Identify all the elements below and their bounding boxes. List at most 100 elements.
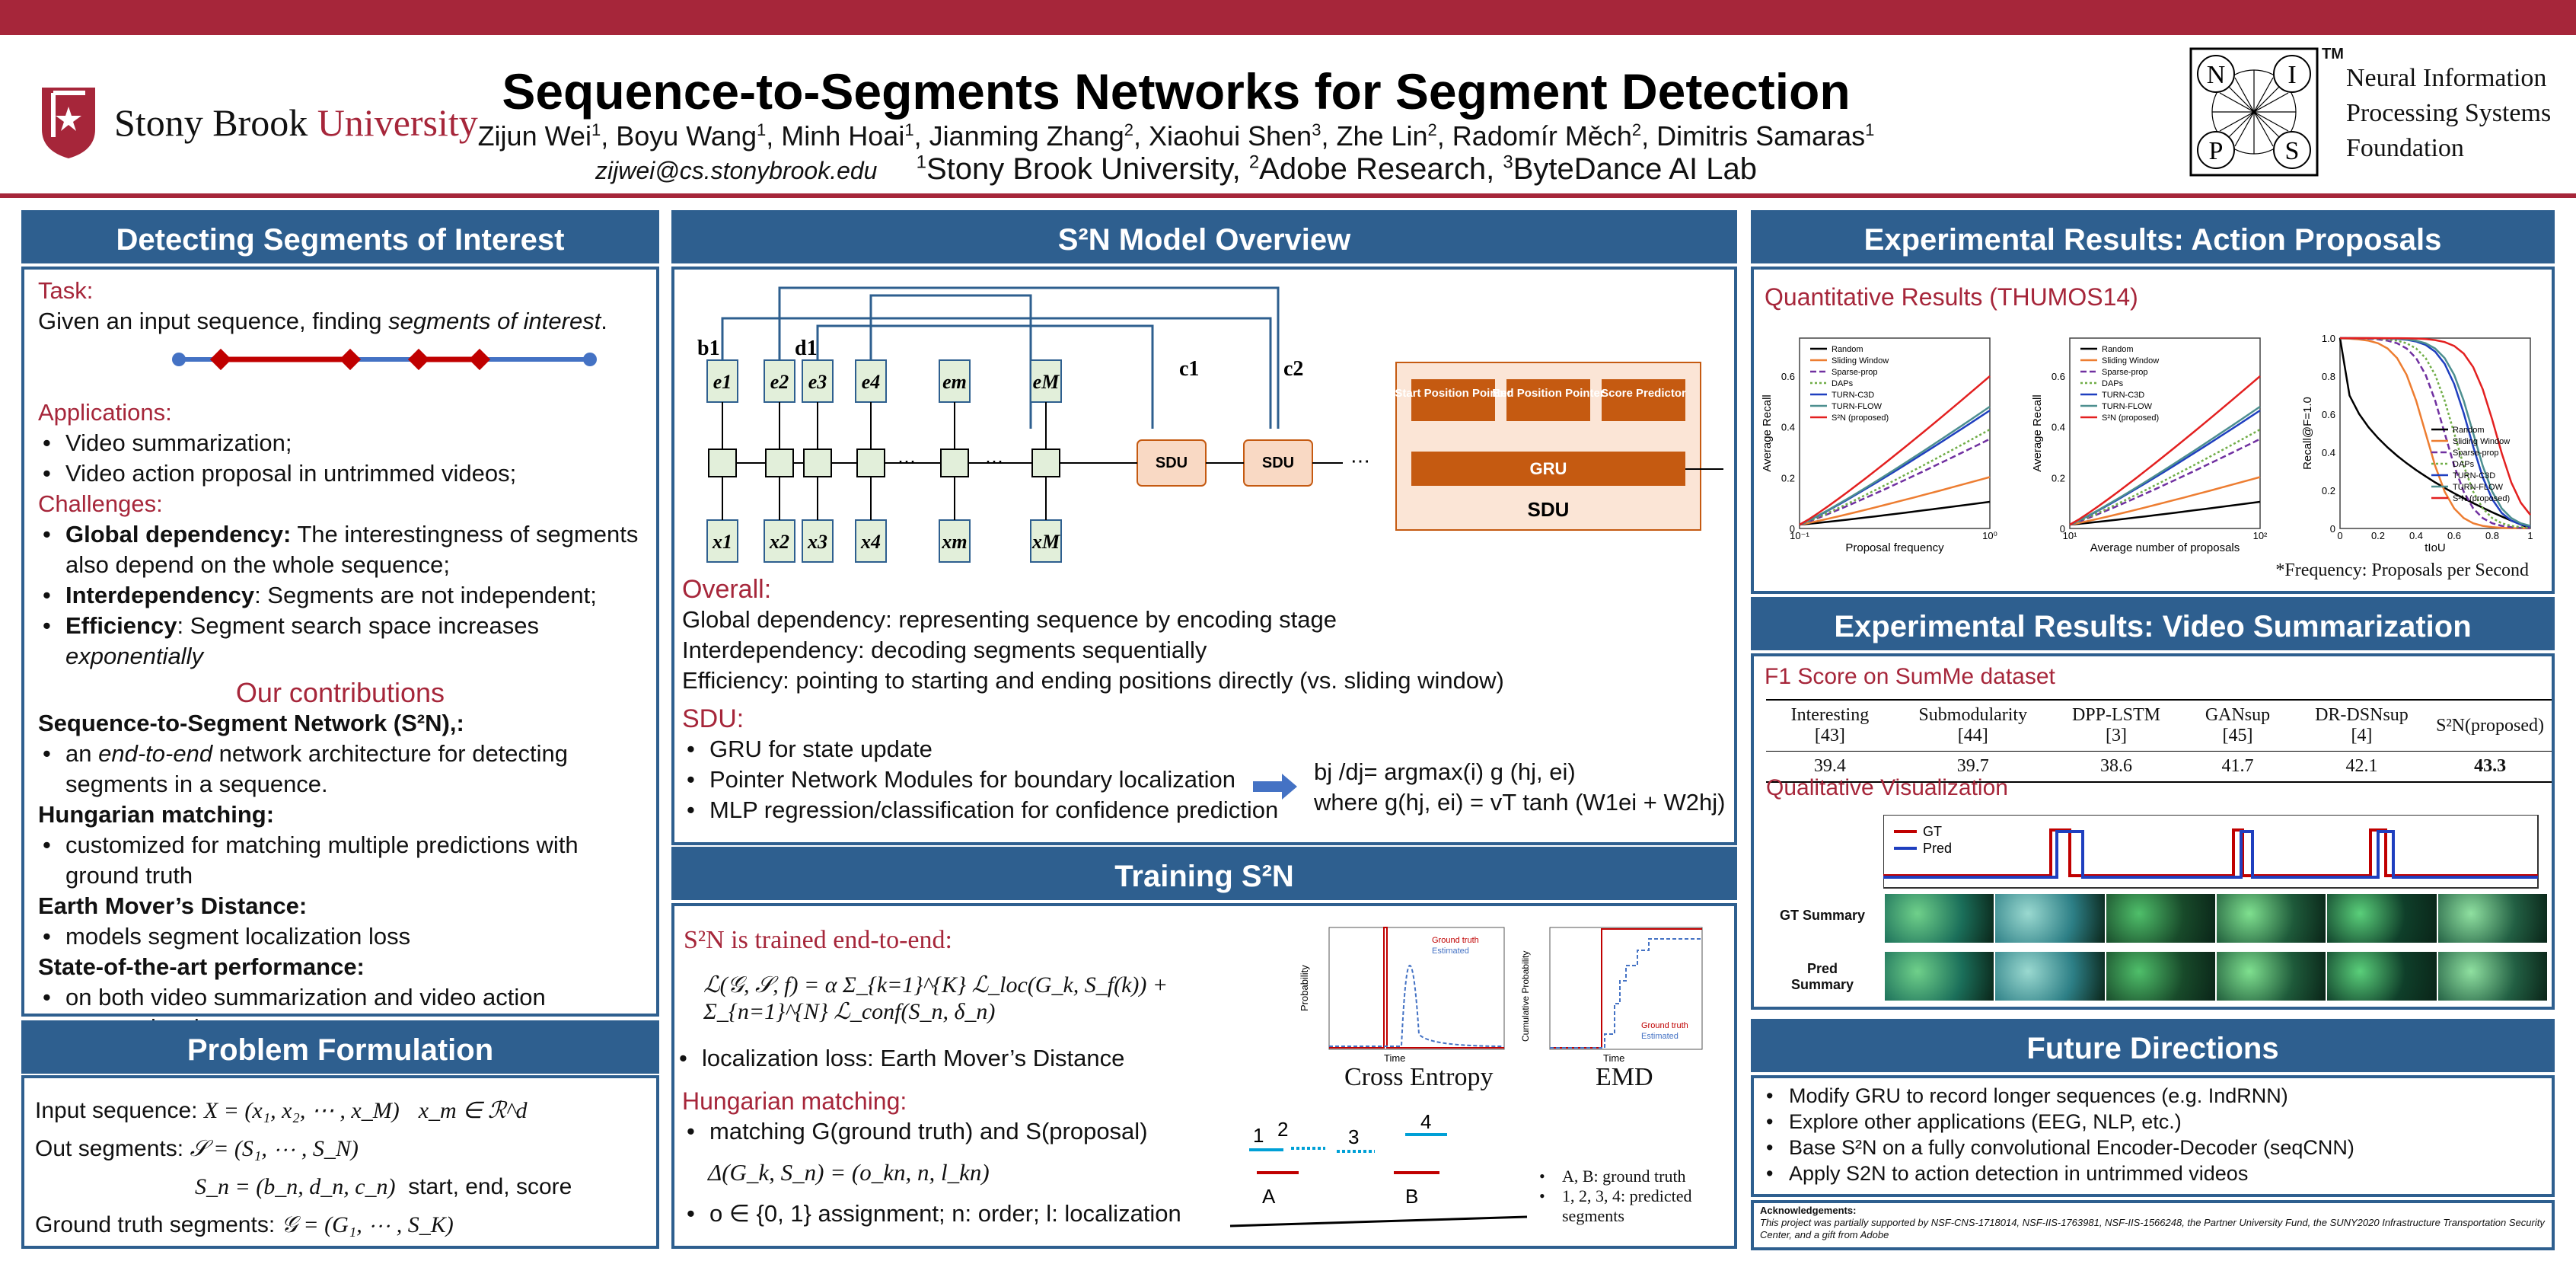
legend-entry: DAPs xyxy=(2102,379,2124,388)
y-tick: 0 xyxy=(2060,523,2065,535)
plot-xlabel: tIoU xyxy=(2425,541,2446,554)
y-tick: 0.4 xyxy=(2052,422,2065,433)
plot-ylabel: Average Recall xyxy=(1761,394,1774,471)
nips-line: Neural Information xyxy=(2346,64,2547,92)
sdu-item: MLP regression/classification for confid… xyxy=(682,795,1306,825)
ellipsis: ⋯ xyxy=(897,452,916,472)
input-sequence-row: Input sequence: X = (x₁, x₂, ⋯ , x_M) x_… xyxy=(35,1098,528,1123)
match-num: 3 xyxy=(1348,1125,1359,1148)
ellipsis: ⋯ xyxy=(985,452,1003,472)
application-item: Video action proposal in untrimmed video… xyxy=(38,458,642,489)
y-tick: 1.0 xyxy=(2322,333,2335,344)
y-tick: 0.2 xyxy=(1781,472,1795,484)
rnn-cell xyxy=(1031,449,1060,477)
f1-label: F1 Score on SumMe dataset xyxy=(1765,664,2055,689)
legend-entry: Random xyxy=(1832,345,1863,354)
poster-title: Sequence-to-Segments Networks for Segmen… xyxy=(502,63,1851,120)
table-cell: 42.1 xyxy=(2294,751,2429,783)
legend-entry: TURN-C3D xyxy=(2102,391,2144,400)
emd-legend-gt: Ground truth xyxy=(1641,1021,1688,1030)
rnn-cell xyxy=(856,449,885,477)
contrib-head: Hungarian matching: xyxy=(38,801,275,828)
plot-frame xyxy=(2069,337,2261,529)
author-name: Boyu Wang1 xyxy=(616,120,767,152)
detect-panel-header: Detecting Segments of Interest xyxy=(21,210,659,263)
table-header: GANsup [45] xyxy=(2180,699,2295,752)
nips-tm: TM xyxy=(2322,46,2344,62)
match-num: 1 xyxy=(1253,1124,1264,1147)
contrib-head: Sequence-to-Segment Network (S²N),: xyxy=(38,710,464,736)
emd-ylabel: Cumulative Probability xyxy=(1520,951,1531,1042)
series-line xyxy=(2069,428,2261,526)
nips-wordmark: Neural Information Processing Systems Fo… xyxy=(2346,61,2551,166)
input-label: xM xyxy=(1031,531,1060,553)
gt-segments-row: Ground truth segments: 𝒢 = (G₁, ⋯ , S_K) xyxy=(35,1212,454,1237)
y-tick: 0.4 xyxy=(1781,422,1795,433)
contact-email[interactable]: zijwei@cs.stonybrook.edu xyxy=(595,157,878,185)
summary-frame xyxy=(2106,952,2215,1001)
match-ab: B xyxy=(1405,1185,1418,1208)
top-accent-bar xyxy=(0,0,2576,35)
overall-item: Interdependency: decoding segments seque… xyxy=(682,637,1207,663)
nips-letter: I xyxy=(2287,61,2296,89)
video-summ-panel: F1 Score on SumMe dataset Interesting [4… xyxy=(1751,653,2555,1010)
label-c2: c2 xyxy=(1283,357,1303,381)
plot-xlabel: Average number of proposals xyxy=(2090,541,2240,554)
contrib-item: models segment localization loss xyxy=(38,921,642,952)
series-line xyxy=(1799,500,1991,526)
contrib-head: State-of-the-art performance: xyxy=(38,953,365,980)
legend-entry: S²N (proposed) xyxy=(1832,413,1889,423)
ce-legend-est: Estimated xyxy=(1432,947,1469,956)
legend-entry: DAPs xyxy=(1832,379,1854,388)
y-tick: 0 xyxy=(2330,523,2335,535)
emd-legend-est: Estimated xyxy=(1641,1032,1679,1041)
ce-legend-gt: Ground truth xyxy=(1432,936,1479,945)
y-tick: 0.6 xyxy=(1781,371,1795,382)
sdu-caption: SDU xyxy=(1528,498,1570,521)
frequency-footnote: *Frequency: Proposals per Second xyxy=(2275,560,2529,580)
series-line xyxy=(1799,428,1991,526)
embedding-label: e1 xyxy=(713,371,732,393)
challenge-item: Global dependency: The interestingness o… xyxy=(38,519,642,580)
sdu-start-pointer: Start Position Pointer xyxy=(1395,387,1512,400)
author-name: Xiaohui Shen3 xyxy=(1149,120,1321,152)
match-ab: A xyxy=(1262,1185,1276,1208)
y-tick: 0.6 xyxy=(2052,371,2065,382)
series-line xyxy=(1799,375,1991,526)
summary-frame xyxy=(2437,952,2547,1001)
challenge-item: Efficiency: Segment search space increas… xyxy=(38,611,642,672)
input-block xyxy=(706,519,738,563)
qual-legend-pred: Pred xyxy=(1923,841,1952,856)
future-item: Explore other applications (EEG, NLP, et… xyxy=(1761,1109,2544,1135)
matching-diagram: 1 2 3 4 A B xyxy=(1229,1112,1528,1227)
x-tick: 1 xyxy=(2527,530,2533,541)
x-tick: 10¹ xyxy=(2063,530,2077,541)
summary-frame xyxy=(1885,952,1994,1001)
pred-summary-frames xyxy=(1885,952,2547,1001)
table-cell: 38.6 xyxy=(2052,751,2181,783)
hungarian-equation: Δ(G_k, S_n) = (o_kn, n, l_kn) xyxy=(708,1159,990,1186)
legend-entry: Random xyxy=(2102,345,2134,354)
table-cell: 39.7 xyxy=(1893,751,2052,783)
series-line xyxy=(2340,337,2531,516)
training-panel: S²N is trained end-to-end: ℒ(𝒢, 𝒮, f) = … xyxy=(671,903,1737,1249)
cross-entropy-plot: Probability Time Ground truth Estimated xyxy=(1299,927,1505,1064)
input-label: x1 xyxy=(712,531,732,553)
matching-note: 1, 2, 3, 4: predicted segments xyxy=(1535,1186,1733,1226)
encoder-embedding xyxy=(939,359,971,403)
affiliation-list: 1Stony Brook University, 2Adobe Research… xyxy=(916,152,1757,187)
nips-line: Processing Systems xyxy=(2346,99,2552,127)
encoder-embedding xyxy=(1030,359,1062,403)
legend-entry: TURN-FLOW xyxy=(1832,402,1883,411)
ellipsis: ⋯ xyxy=(1350,449,1370,472)
author-name: Minh Hoai1 xyxy=(781,120,914,152)
input-block xyxy=(764,519,795,563)
x-tick: 10² xyxy=(2253,530,2268,541)
encoder-embedding xyxy=(802,359,834,403)
contributions-heading: Our contributions xyxy=(235,677,445,708)
poster-header xyxy=(0,35,2576,198)
future-item: Base S²N on a fully convolutional Encode… xyxy=(1761,1135,2544,1160)
